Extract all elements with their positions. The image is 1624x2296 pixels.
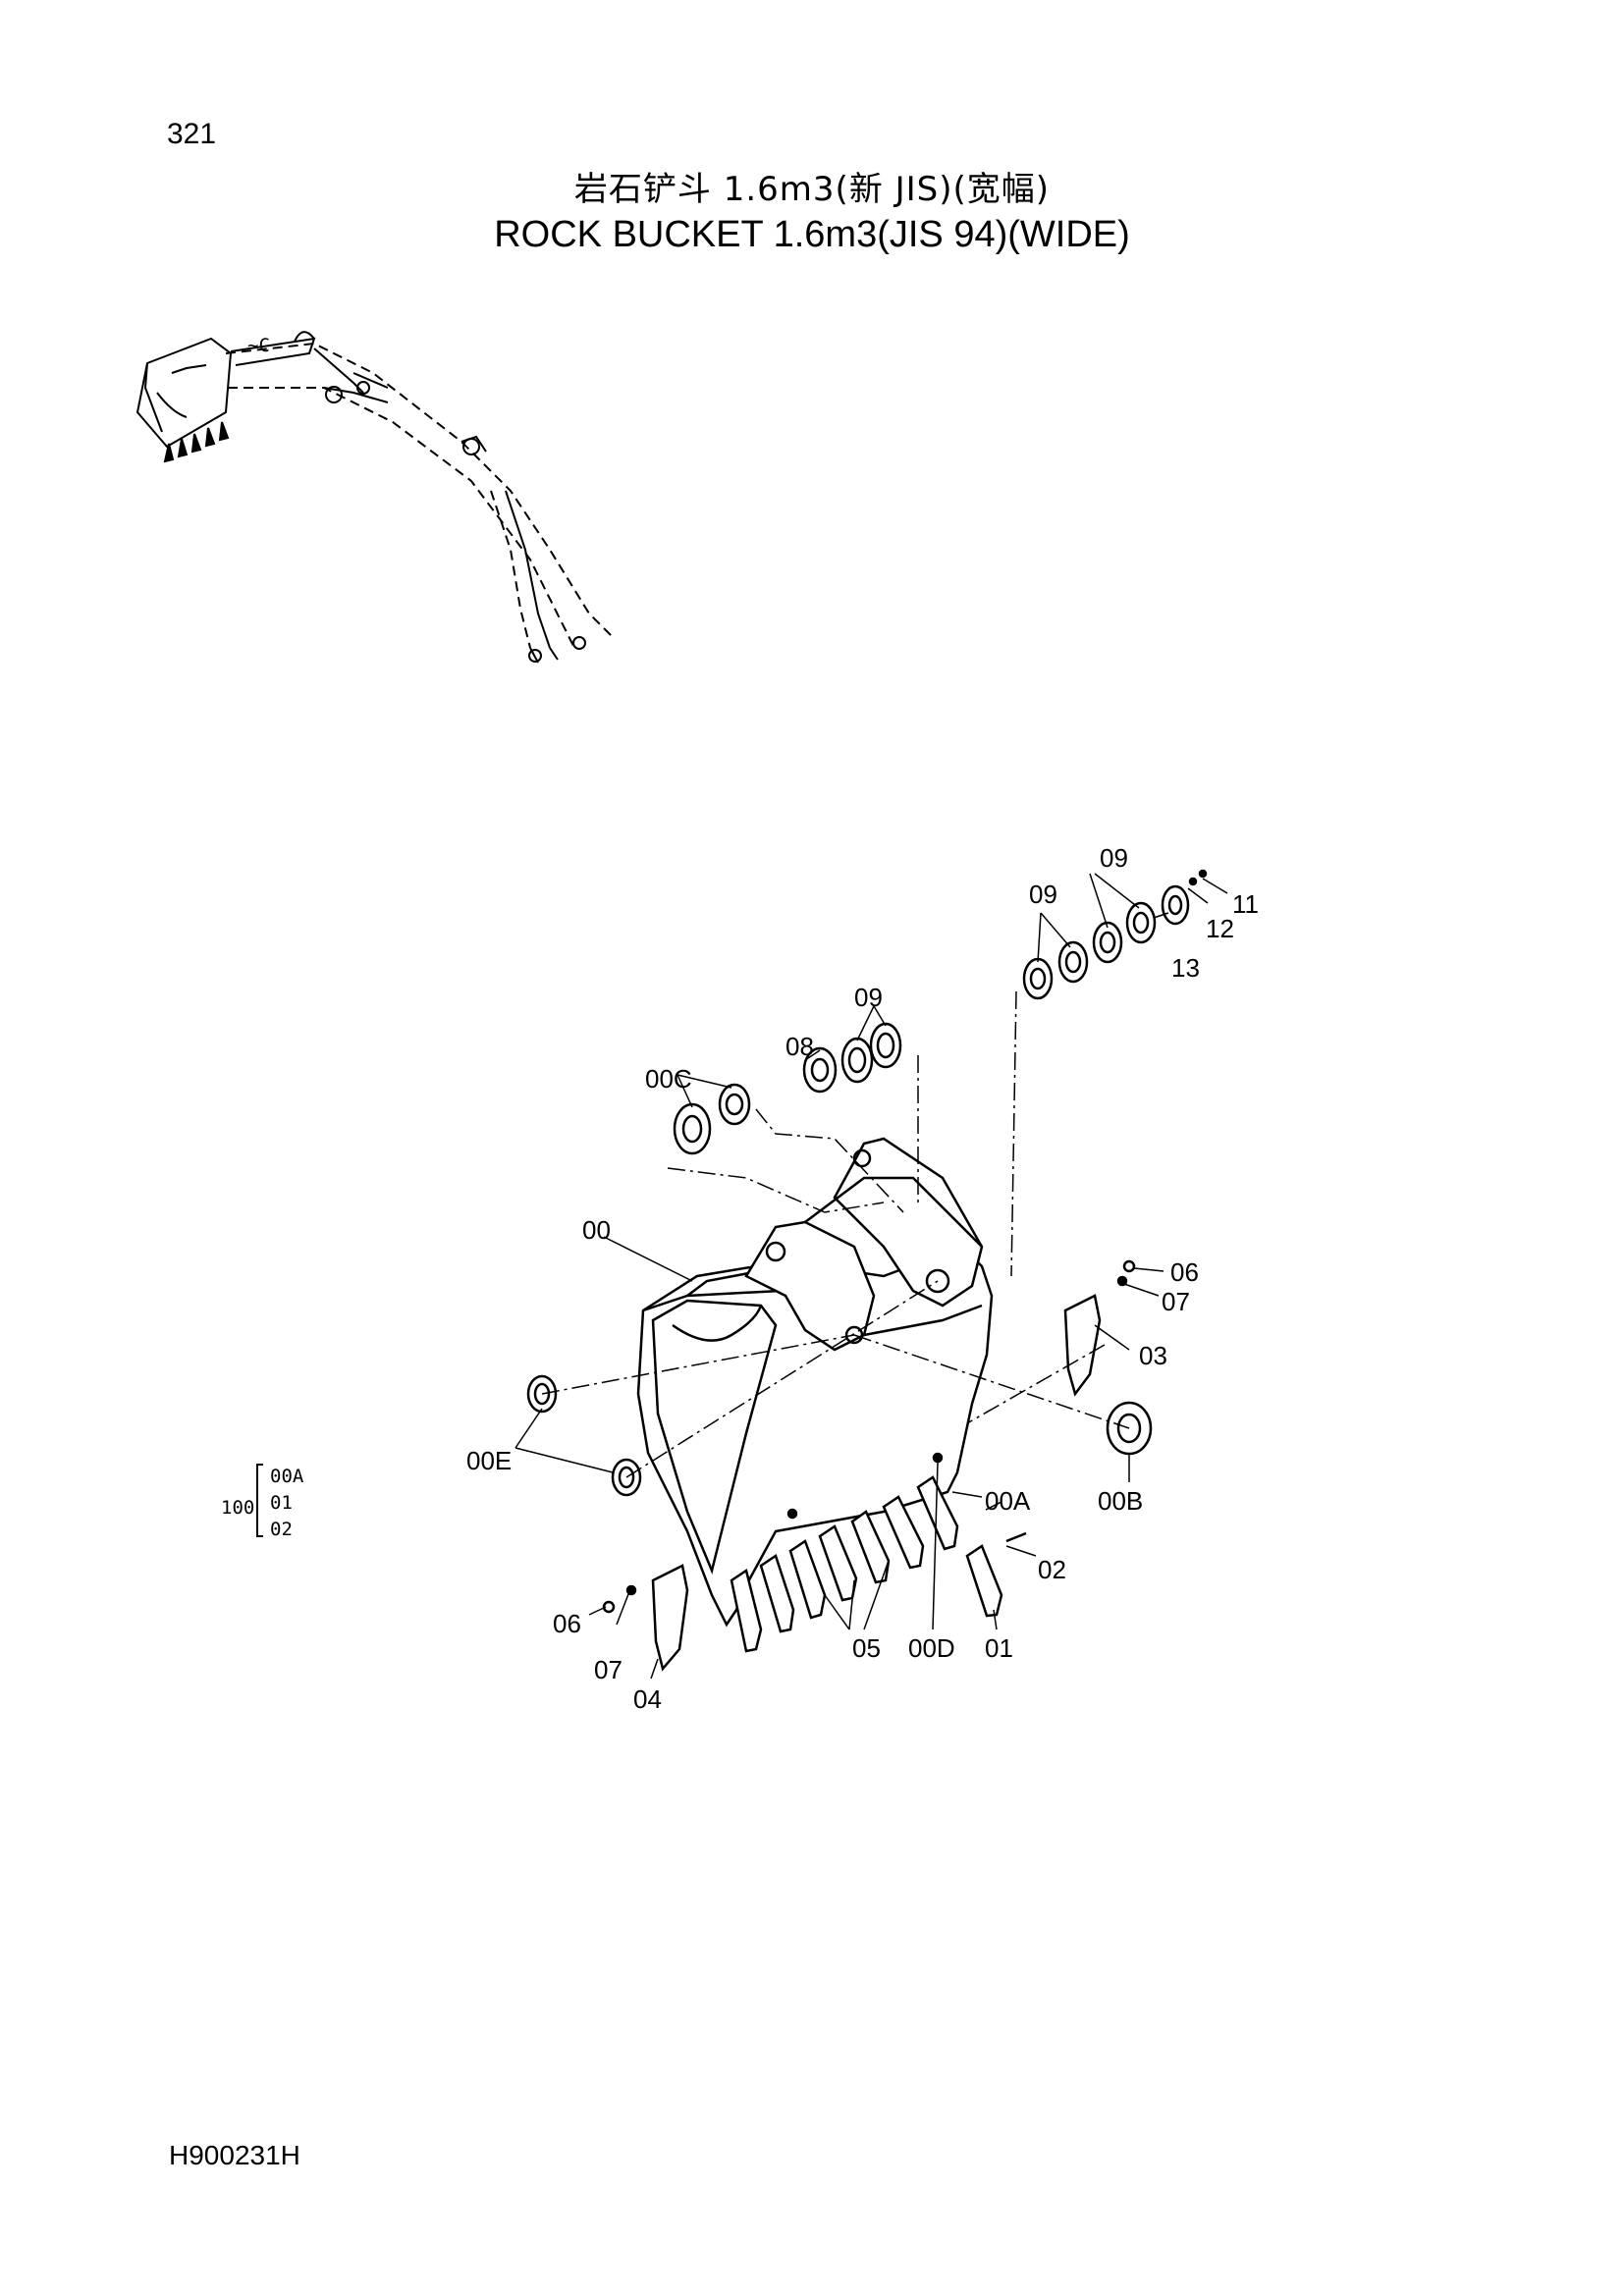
callout-02: 02: [1038, 1555, 1066, 1584]
callout-01: 01: [985, 1633, 1013, 1663]
callout-12: 12: [1206, 914, 1234, 943]
page-title-chinese: 岩石铲斗 1.6m3(新 JIS)(宽幅): [573, 170, 1051, 209]
callout-07: 07: [1162, 1287, 1190, 1316]
callout-06: 06: [553, 1609, 581, 1638]
callout-00A: 00A: [985, 1486, 1031, 1516]
part-callouts: 09 09 11 12 13 09 08 00C 00 06 07 03 00B…: [466, 843, 1259, 1714]
document-code: H900231H: [169, 2140, 300, 2170]
callout-00E: 00E: [466, 1446, 512, 1475]
assembly-group: 100 00A 01 02: [221, 1464, 304, 1540]
callout-05: 05: [852, 1633, 881, 1663]
group-item: 01: [270, 1492, 293, 1514]
callout-09: 09: [1029, 880, 1057, 909]
excavator-arm-overview: ~C: [135, 331, 615, 664]
page-title-english: ROCK BUCKET 1.6m3(JIS 94)(WIDE): [494, 214, 1130, 255]
callout-00B: 00B: [1098, 1486, 1143, 1516]
bucket-assembly-drawing: [514, 869, 1228, 1680]
callout-00: 00: [582, 1215, 611, 1245]
callout-03: 03: [1139, 1341, 1167, 1370]
callout-08: 08: [785, 1032, 814, 1061]
callout-13: 13: [1171, 953, 1200, 983]
callout-04: 04: [633, 1684, 662, 1714]
group-item: 02: [270, 1519, 293, 1540]
callout-00D: 00D: [908, 1633, 955, 1663]
callout-11: 11: [1232, 889, 1259, 919]
callout-06: 06: [1170, 1257, 1199, 1287]
svg-text:~C: ~C: [247, 335, 270, 356]
page-number: 321: [167, 118, 217, 150]
group-number: 100: [221, 1497, 254, 1519]
callout-07: 07: [594, 1655, 623, 1684]
group-item: 00A: [270, 1466, 304, 1487]
callout-09: 09: [1100, 843, 1128, 873]
callout-09: 09: [854, 983, 883, 1012]
callout-00C: 00C: [645, 1064, 692, 1094]
